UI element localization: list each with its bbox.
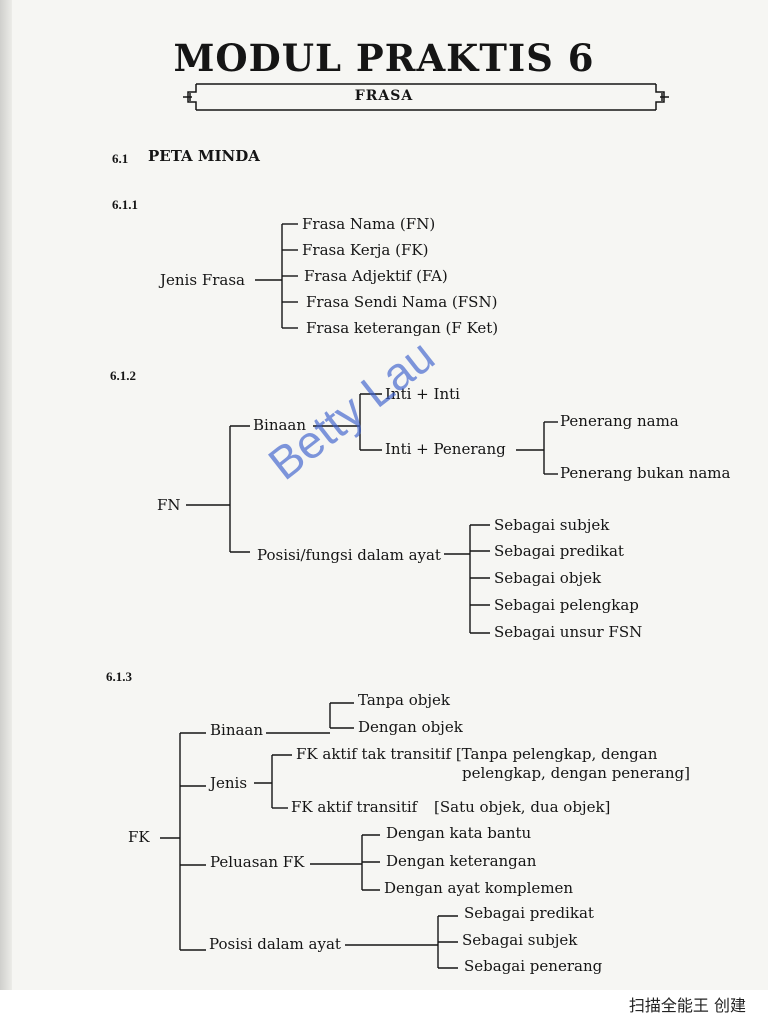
diagram3-binaan-item: Dengan objek [358, 718, 463, 736]
diagram3-posisi-item: Sebagai penerang [464, 957, 603, 975]
diagram1-item: Frasa Nama (FN) [302, 215, 436, 233]
scan-edge [0, 0, 12, 1024]
diagram2-posisi-item: Sebagai objek [494, 569, 602, 587]
diagram2-posisi: Posisi/fungsi dalam ayat [257, 546, 441, 564]
diagram2-posisi-item: Sebagai unsur FSN [494, 623, 643, 641]
diagram2-binaan-item: Inti + Inti [385, 385, 460, 403]
diagram3-peluasan: Peluasan FK [210, 853, 305, 871]
diagram3-jenis-item: pelengkap, dengan penerang] [462, 764, 690, 782]
banner-label: FRASA [354, 88, 414, 104]
diagram2-binaan-item: Inti + Penerang [385, 440, 506, 458]
diagram2-posisi-item: Sebagai pelengkap [494, 596, 639, 614]
scanner-mark: 扫描全能王 创建 [628, 996, 746, 1015]
diagram1-number: 6.1.1 [112, 197, 138, 212]
diagram3-jenis-item: FK aktif tak transitif [Tanpa pelengkap,… [296, 745, 658, 763]
diagram1-root: Jenis Frasa [160, 271, 245, 289]
section-number: 6.1 [112, 151, 129, 166]
diagram1-item: Frasa Adjektif (FA) [304, 267, 448, 285]
diagram2-penerang-item: Penerang bukan nama [560, 464, 731, 482]
diagram3-binaan: Binaan [210, 721, 264, 739]
diagram3-root: FK [128, 828, 150, 846]
page-title: MODUL PRAKTIS 6 [173, 36, 595, 80]
diagram1-item: Frasa keterangan (F Ket) [306, 319, 499, 337]
diagram3-posisi-item: Sebagai predikat [464, 904, 594, 922]
diagram3-jenis-item: [Satu objek, dua objek] [434, 798, 611, 816]
diagram3-peluasan-item: Dengan kata bantu [386, 824, 532, 842]
diagram3-jenis-item: FK aktif transitif [291, 798, 418, 816]
diagram3-binaan-item: Tanpa objek [358, 691, 451, 709]
diagram1-item: Frasa Kerja (FK) [302, 241, 429, 259]
diagram2-number: 6.1.2 [110, 368, 136, 383]
diagram2-posisi-item: Sebagai predikat [494, 542, 624, 560]
diagram2-root: FN [157, 496, 181, 514]
diagram2-penerang-item: Penerang nama [560, 412, 679, 430]
diagram3-peluasan-item: Dengan keterangan [386, 852, 537, 870]
diagram1-item: Frasa Sendi Nama (FSN) [306, 293, 498, 311]
banner-frame [183, 83, 669, 111]
diagram3-peluasan-item: Dengan ayat komplemen [384, 879, 574, 897]
diagram3-number: 6.1.3 [106, 669, 132, 684]
diagram3-posisi-item: Sebagai subjek [462, 931, 578, 949]
diagram3-jenis: Jenis [210, 774, 248, 792]
section-label: PETA MINDA [148, 147, 260, 165]
diagram2-binaan: Binaan [253, 416, 307, 434]
diagram2-posisi-item: Sebagai subjek [494, 516, 610, 534]
footer-band [0, 990, 768, 1024]
diagram3-posisi: Posisi dalam ayat [209, 935, 341, 953]
